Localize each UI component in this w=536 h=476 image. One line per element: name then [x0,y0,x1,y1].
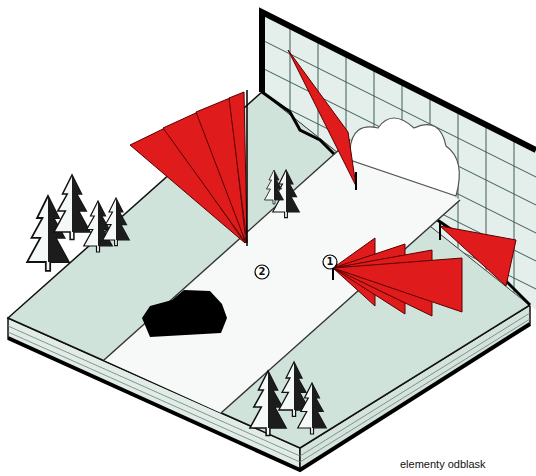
reflector-wall-lower [440,222,516,286]
tree [298,383,327,434]
reflector-post [355,172,357,190]
tree [103,198,130,246]
callout-number: 2 [259,267,266,277]
reflector-wall-upper [288,50,356,190]
reflector-element [333,258,462,312]
reflector-fan-left [130,90,247,246]
tree [265,170,284,204]
tunnel-opening [350,118,459,196]
reflector-fan-right [333,238,462,316]
reflector-post [439,222,441,240]
callout-circle [255,265,269,279]
trees [27,170,326,436]
reflector-element [288,50,356,186]
reflector-element [229,92,247,243]
callout-number: 1 [327,257,334,267]
tree [250,371,286,436]
tree [84,201,113,252]
reflector-element [440,226,516,286]
reflector-post [246,90,248,246]
tree [54,175,90,240]
caption-note: elementy odblask [400,459,486,470]
tunnel-portal [350,118,459,196]
callout-circle [323,255,337,269]
road-edge [221,200,460,413]
car-silhouette [142,290,227,337]
